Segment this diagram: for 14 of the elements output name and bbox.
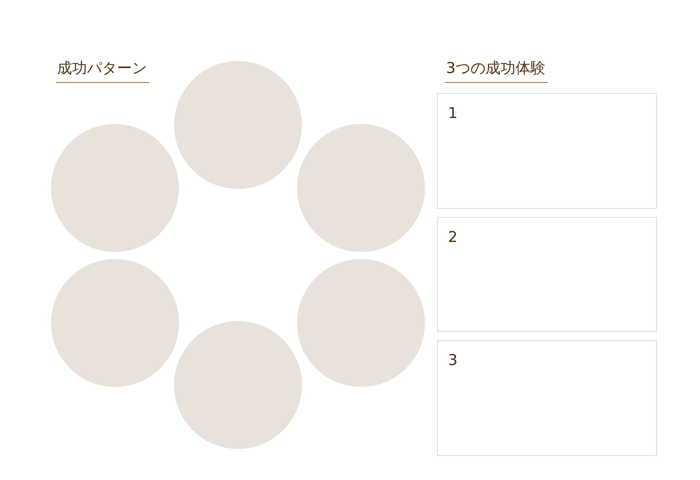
answer-box — [437, 93, 657, 209]
blank-circle — [51, 124, 179, 252]
blank-circle — [297, 124, 425, 252]
box-number: 1 — [448, 104, 458, 122]
answer-box — [437, 340, 657, 456]
blank-circle — [51, 259, 179, 387]
answer-box — [437, 217, 657, 332]
box-number: 2 — [448, 228, 458, 246]
blank-circle — [174, 61, 302, 189]
box-number: 3 — [448, 351, 458, 369]
blank-circle — [297, 259, 425, 387]
section-heading: 成功パターン — [56, 58, 149, 83]
section-heading: 3つの成功体験 — [445, 58, 548, 83]
blank-circle — [174, 321, 302, 449]
